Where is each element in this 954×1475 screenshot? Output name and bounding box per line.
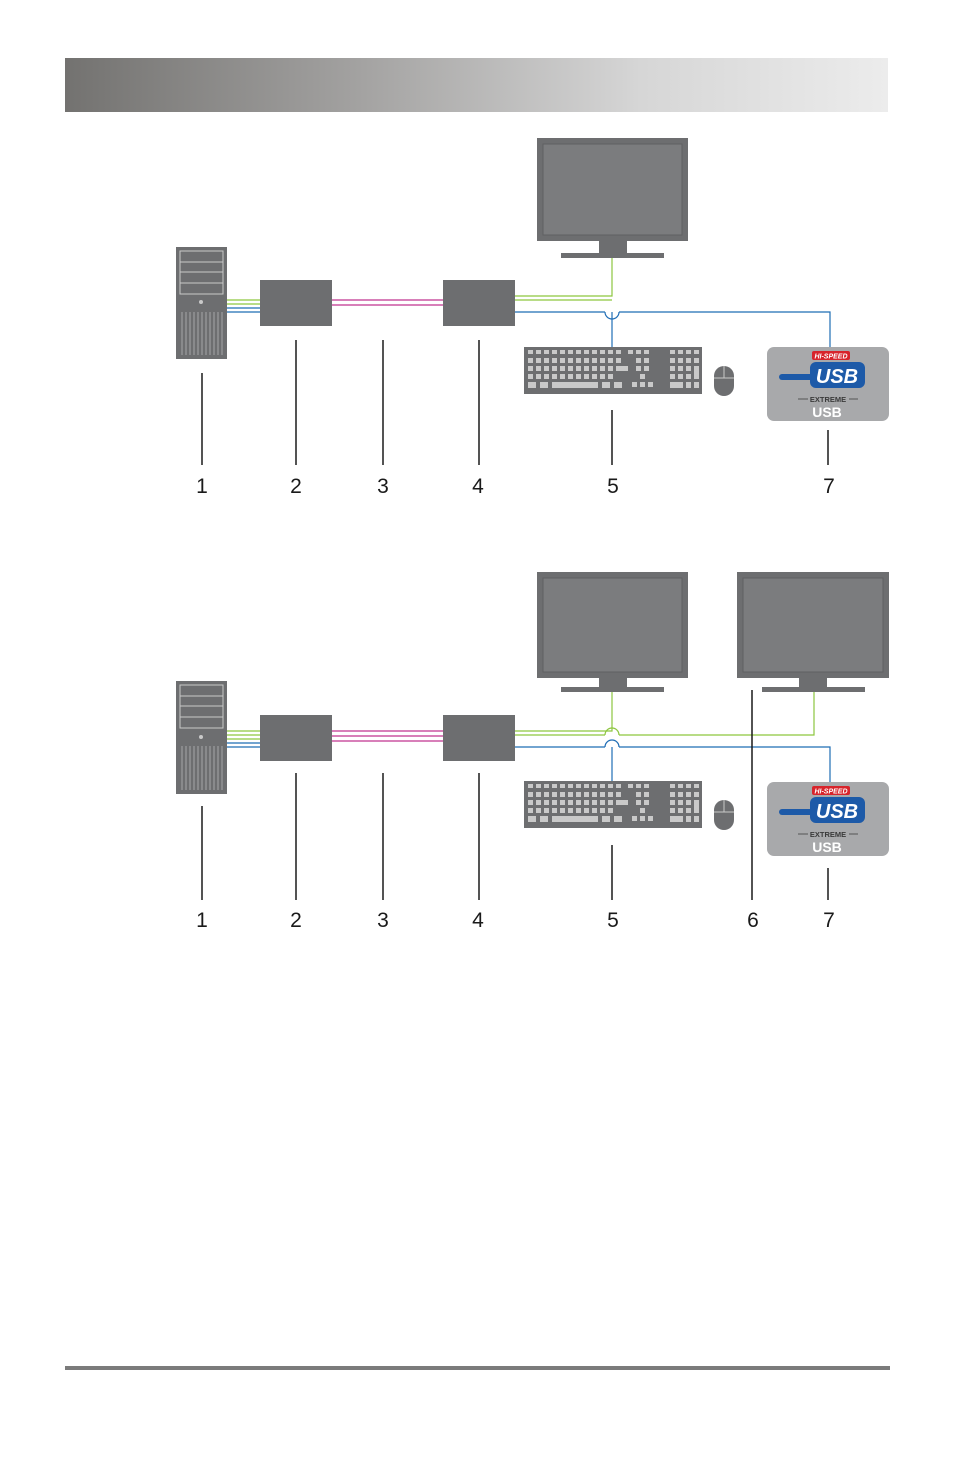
receiver-icon xyxy=(443,280,515,326)
mouse-icon xyxy=(714,366,734,396)
callout-7: 7 xyxy=(823,909,835,932)
monitor-icon xyxy=(537,138,688,258)
usb-device-icon: HI-SPEED USB EXTREME USB xyxy=(767,782,889,856)
header-bar xyxy=(65,58,888,112)
callout-5: 5 xyxy=(607,909,619,932)
keyboard-icon xyxy=(524,781,702,828)
dual-monitor-diagram: HI-SPEED USB EXTREME USB 1 2 3 4 5 6 7 xyxy=(176,572,889,932)
extreme-label: EXTREME xyxy=(810,395,846,404)
callout-7: 7 xyxy=(823,475,835,498)
callout-2: 2 xyxy=(290,475,302,498)
callout-5: 5 xyxy=(607,475,619,498)
cable-usb xyxy=(515,739,831,782)
cable-video xyxy=(515,692,815,736)
usb-bottom-label: USB xyxy=(812,404,842,420)
hi-speed-label: HI-SPEED xyxy=(814,789,847,796)
callout-2: 2 xyxy=(290,909,302,932)
interconnect-cable xyxy=(332,730,443,742)
usb-label: USB xyxy=(816,366,858,388)
single-monitor-diagram: HI-SPEED USB EXTREME USB 1 2 3 4 5 7 xyxy=(176,138,889,498)
cable-computer-transmitter xyxy=(227,299,260,313)
mouse-icon xyxy=(714,800,734,830)
extreme-label: EXTREME xyxy=(810,830,846,839)
callout-4: 4 xyxy=(472,909,484,932)
interconnect-cable xyxy=(332,299,443,306)
keyboard-icon xyxy=(524,347,702,394)
leader-lines xyxy=(201,340,829,465)
callout-4: 4 xyxy=(472,475,484,498)
cable-video xyxy=(515,258,613,301)
callout-3: 3 xyxy=(377,909,389,932)
callout-1: 1 xyxy=(196,475,208,498)
receiver-icon xyxy=(443,715,515,761)
leader-lines xyxy=(201,690,829,900)
cable-usb xyxy=(515,311,831,347)
computer-icon xyxy=(176,681,227,794)
callout-6: 6 xyxy=(747,909,759,932)
cable-computer-transmitter xyxy=(227,730,260,748)
hi-speed-label: HI-SPEED xyxy=(814,354,847,361)
callout-3: 3 xyxy=(377,475,389,498)
usb-device-icon: HI-SPEED USB EXTREME USB xyxy=(767,347,889,421)
usb-label: USB xyxy=(816,801,858,823)
monitor-icon xyxy=(537,572,688,692)
footer-rule xyxy=(65,1366,890,1370)
monitor-icon xyxy=(737,572,889,692)
usb-bottom-label: USB xyxy=(812,839,842,855)
computer-icon xyxy=(176,247,227,359)
transmitter-icon xyxy=(260,280,332,326)
callout-1: 1 xyxy=(196,909,208,932)
transmitter-icon xyxy=(260,715,332,761)
